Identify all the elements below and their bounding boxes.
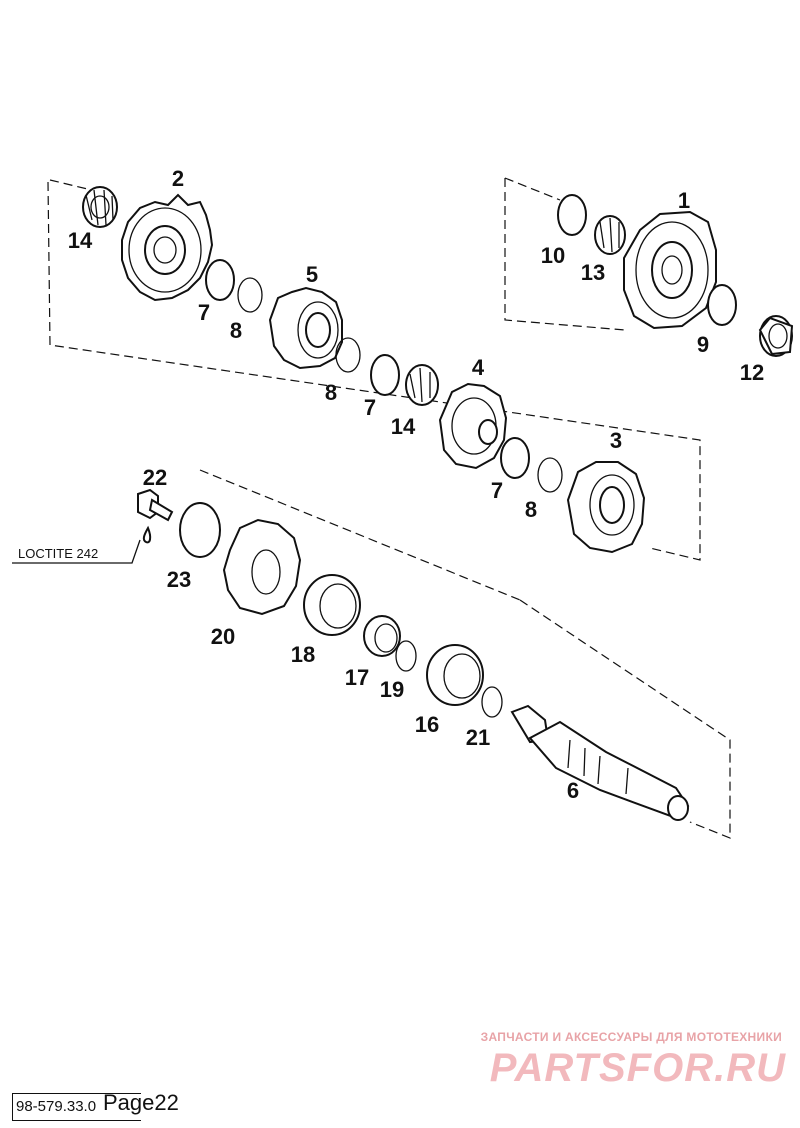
bolt-22 [137,488,174,522]
callout-14b: 14 [391,414,416,439]
needle-bearing-12 [758,315,794,357]
gear-4 [438,382,508,470]
callout-2: 2 [172,166,184,191]
drawing-number: 98-579.33.0 [12,1093,141,1121]
gear-3 [566,461,646,554]
loctite-note: LOCTITE 242 [18,546,98,561]
needle-bearing-14-mid [405,364,439,406]
watermark-tagline: ЗАПЧАСТИ И АКСЕССУАРЫ ДЛЯ МОТОТЕХНИКИ [480,1030,782,1044]
dashed-outline-shaft [199,469,731,839]
bushing-17 [363,615,401,657]
ball-bearing-18 [303,574,361,636]
callout-10: 10 [541,243,565,268]
callout-8c: 8 [525,497,537,522]
callout-22: 22 [143,465,167,490]
callout-4: 4 [472,355,485,380]
washer-23 [179,502,221,558]
needle-bearing-13 [594,215,626,255]
washer-7-right [500,437,530,479]
callout-18: 18 [291,642,315,667]
callout-3: 3 [610,428,622,453]
callout-7c: 7 [491,478,503,503]
callout-14a: 14 [68,228,93,253]
circlip-8-mid [335,337,361,373]
callout-12: 12 [740,360,764,385]
dashed-outline-right [504,177,626,331]
callout-5: 5 [306,262,318,287]
callout-13: 13 [581,260,605,285]
ball-bearing-16 [426,644,484,706]
sprocket-20 [222,518,302,616]
page-label: Page22 [103,1090,179,1115]
leader-loctite [12,539,141,564]
gear-1 [623,210,717,330]
gear-5 [268,286,343,370]
callout-9: 9 [697,332,709,357]
callout-8a: 8 [230,318,242,343]
loctite-drop [142,525,152,544]
callout-1: 1 [678,188,690,213]
o-ring-19 [395,640,417,672]
washer-7-mid [370,354,400,396]
circlip-8-right [537,457,563,493]
thrust-washer-10 [557,194,587,236]
callout-19: 19 [380,677,404,702]
callout-6: 6 [567,778,579,803]
callout-16: 16 [415,712,439,737]
o-ring-21 [481,686,503,718]
callout-17: 17 [345,665,369,690]
callout-20: 20 [211,624,235,649]
watermark-logo: PARTSFOR.RU [489,1046,786,1090]
needle-bearing-14-top [82,186,118,228]
gear-2 [121,193,214,302]
thrust-washer-9 [707,284,737,326]
callout-8b: 8 [325,380,337,405]
washer-7-left [205,259,235,301]
callout-21: 21 [466,725,490,750]
circlip-8-left [237,277,263,313]
callout-7b: 7 [364,395,376,420]
callout-7a: 7 [198,300,210,325]
shaft-6 [510,704,690,821]
callout-23: 23 [167,567,191,592]
